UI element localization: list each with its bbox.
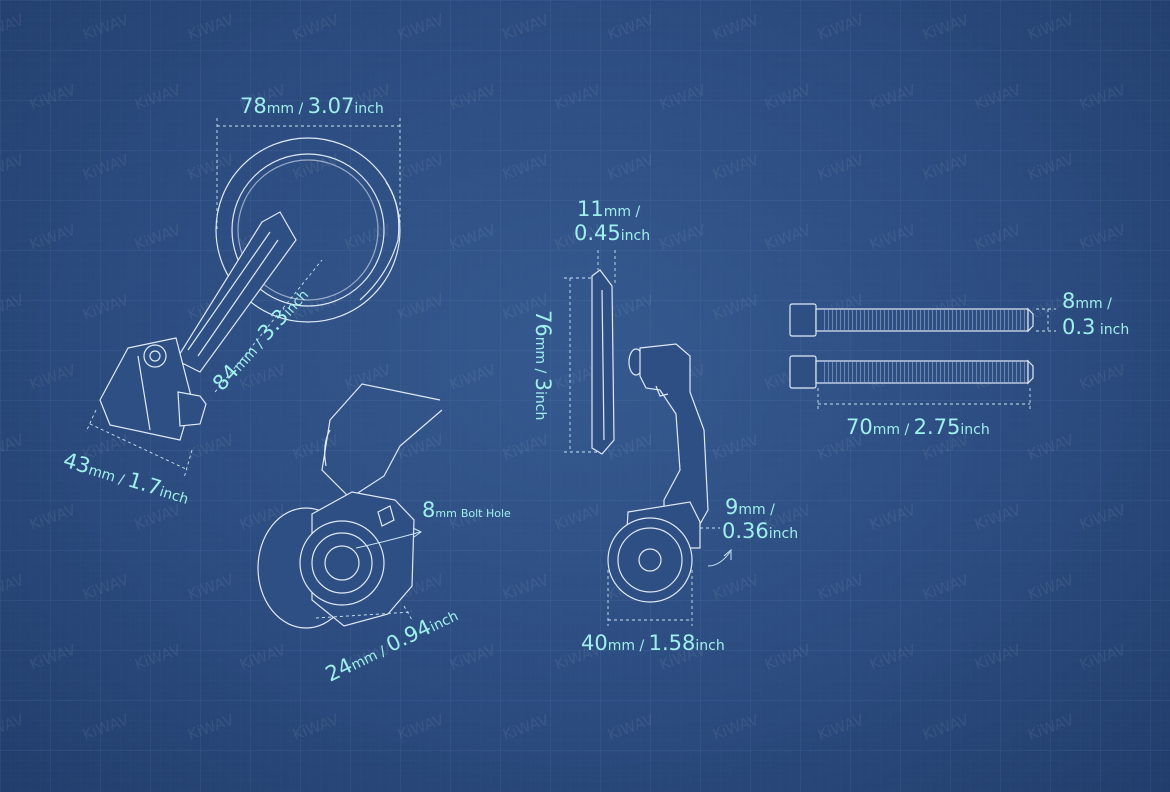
bolt-1-tip bbox=[1027, 307, 1034, 333]
bolt-2-thread bbox=[822, 362, 1026, 382]
bolt-2-head bbox=[789, 355, 817, 389]
mirror-housing-edge bbox=[359, 181, 400, 301]
dim-ext-base bbox=[403, 605, 413, 621]
arm-slot bbox=[187, 231, 271, 351]
side-base-ring bbox=[617, 527, 683, 593]
mount-base-view bbox=[257, 383, 443, 629]
bolt-1-thread bbox=[822, 310, 1026, 330]
dim-line-clamp-length bbox=[89, 423, 189, 471]
dim-ext-clamp-a bbox=[85, 409, 97, 433]
mirror-side-view bbox=[591, 269, 709, 603]
bolt-hole-arrowhead bbox=[412, 527, 422, 538]
arm-stub-detail bbox=[324, 429, 331, 467]
dim-ext-clamp-b bbox=[183, 449, 193, 479]
pivot-bolt-center bbox=[149, 350, 161, 362]
mirror-top-view bbox=[99, 137, 401, 441]
arm-slot-inner bbox=[197, 239, 279, 357]
dim-base-width: 40mm / 1.58inch bbox=[581, 631, 725, 655]
clamp-edge bbox=[137, 355, 151, 431]
dim-side-offset: 9mm / bbox=[725, 495, 775, 519]
dim-bolt-diameter: 8mm / bbox=[1062, 289, 1112, 313]
dim-mirror-thickness: 11mm / bbox=[577, 197, 640, 221]
dim-mirror-height: 76mm / 3inch bbox=[531, 310, 555, 420]
dim-line-base-diameter bbox=[315, 611, 413, 619]
offset-arrowhead bbox=[723, 548, 732, 560]
set-screw bbox=[377, 505, 395, 527]
mirror-glass-inner bbox=[237, 159, 379, 301]
base-disc-ring bbox=[311, 532, 373, 594]
clamp-body bbox=[99, 337, 193, 441]
dim-side-offset-alt: 0.36inch bbox=[722, 519, 798, 543]
arm-stub bbox=[321, 383, 443, 499]
side-base-hole bbox=[638, 548, 662, 572]
offset-leader bbox=[707, 551, 731, 567]
dim-mirror-thickness-alt: 0.45inch bbox=[574, 221, 650, 245]
side-arm-detail bbox=[655, 385, 669, 397]
pivot-bolt bbox=[143, 344, 167, 368]
clamp-bolt-head bbox=[177, 391, 207, 427]
bolt-2-tip bbox=[1027, 359, 1034, 385]
bolt-1-head bbox=[789, 303, 817, 337]
dim-bolt-length: 70mm / 2.75inch bbox=[846, 415, 990, 439]
dim-mirror-width: 78mm / 3.07inch bbox=[240, 94, 384, 118]
bolt-hole-leader bbox=[355, 531, 421, 549]
bolt-hole bbox=[324, 545, 360, 581]
dim-bolt-diameter-alt: 0.3 inch bbox=[1062, 315, 1129, 339]
bolts-view bbox=[789, 303, 1034, 389]
dim-line-arm-length bbox=[214, 259, 323, 393]
mirror-outer-ring bbox=[215, 137, 401, 323]
mirror-side-glass bbox=[601, 289, 605, 441]
mirror-arm bbox=[175, 211, 297, 373]
mirror-glass bbox=[231, 153, 385, 307]
